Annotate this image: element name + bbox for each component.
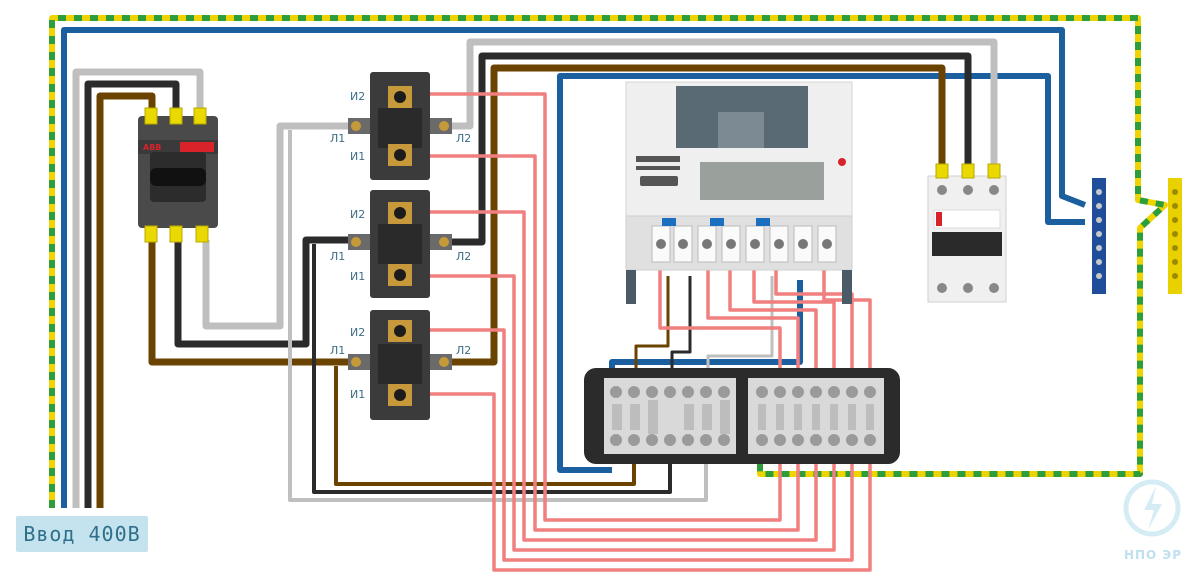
neutral-bus-bar <box>1092 178 1106 294</box>
main-switch: ABB <box>138 107 218 243</box>
ct1-label-i2: И2 <box>350 90 365 103</box>
ground-bus-bar <box>1168 178 1182 294</box>
logo-text: НПО ЭР <box>1123 548 1183 562</box>
company-logo <box>1123 479 1181 537</box>
switch-brand: ABB <box>143 143 161 152</box>
ct3-label-l2: Л2 <box>456 344 471 357</box>
meter-link-wires <box>634 276 774 376</box>
ct2-label-i2: И2 <box>350 208 365 221</box>
ct1-label-l2: Л2 <box>456 132 471 145</box>
current-transformer-1 <box>348 72 452 180</box>
signal-wires <box>412 92 872 572</box>
current-transformer-2 <box>348 190 452 298</box>
ground-wire <box>49 15 1168 508</box>
ct3-label-l1: Л1 <box>330 344 345 357</box>
test-terminal-block <box>584 368 900 464</box>
ct-output-wires <box>452 38 998 366</box>
input-label: Ввод 400В <box>16 516 148 552</box>
phase-input-wires <box>72 68 204 508</box>
circuit-breaker <box>927 163 1007 303</box>
current-transformer-3 <box>348 310 452 420</box>
ct1-label-i1: И1 <box>350 150 365 163</box>
ct-labels: И2 И1 Л1 Л2 И2 И1 Л1 Л2 И2 И1 Л1 Л2 <box>330 90 471 401</box>
ct2-label-l2: Л2 <box>456 250 471 263</box>
ct3-label-i1: И1 <box>350 388 365 401</box>
switch-output-wires <box>148 122 352 366</box>
electricity-meter <box>625 81 853 304</box>
ct1-label-l1: Л1 <box>330 132 345 145</box>
ct2-label-l1: Л1 <box>330 250 345 263</box>
ct3-label-i2: И2 <box>350 326 365 339</box>
ct2-label-i1: И1 <box>350 270 365 283</box>
